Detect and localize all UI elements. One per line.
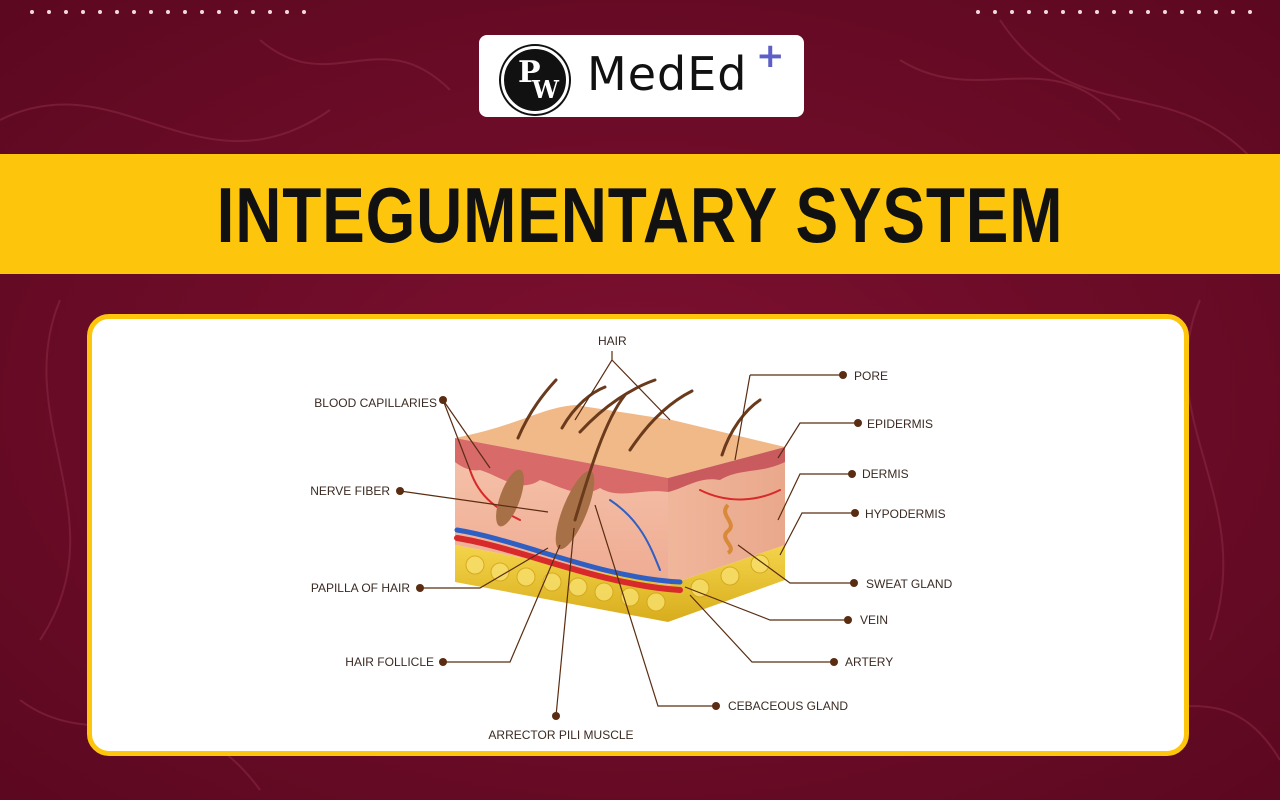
page-title: INTEGUMENTARY SYSTEM: [216, 171, 1064, 259]
label-sweat-gland: SWEAT GLAND: [866, 577, 953, 591]
label-dermis: DERMIS: [862, 467, 909, 481]
pw-logo-icon: P W: [501, 46, 569, 114]
blood-vessels: [454, 469, 781, 593]
brand-logo: P W MedEd +: [479, 35, 804, 117]
hair-strands: [516, 378, 762, 522]
label-hair-follicle: HAIR FOLLICLE: [345, 655, 434, 669]
label-pore: PORE: [854, 369, 888, 383]
brand-name: MedEd: [587, 47, 748, 101]
label-arrector-pili-muscle: ARRECTOR PILI MUSCLE: [488, 728, 633, 742]
label-artery: ARTERY: [845, 655, 893, 669]
label-hair: HAIR: [598, 334, 627, 348]
label-epidermis: EPIDERMIS: [867, 417, 933, 431]
label-blood-capillaries: BLOOD CAPILLARIES: [314, 396, 437, 410]
label-cebaceous-gland: CEBACEOUS GLAND: [728, 699, 848, 713]
label-hypodermis: HYPODERMIS: [865, 507, 946, 521]
title-banner: INTEGUMENTARY SYSTEM: [0, 154, 1280, 274]
label-vein: VEIN: [860, 613, 888, 627]
diagram-labels: HAIR PORE BLOOD CAPILLARIES EPIDERMIS DE…: [310, 334, 952, 742]
plus-icon: +: [756, 36, 785, 76]
decorative-dots-right: [976, 10, 1252, 14]
label-papilla-of-hair: PAPILLA OF HAIR: [311, 581, 410, 595]
label-nerve-fiber: NERVE FIBER: [310, 484, 390, 498]
leader-lines: [399, 351, 858, 717]
decorative-dots-left: [30, 10, 306, 14]
leader-dots: [396, 371, 862, 720]
